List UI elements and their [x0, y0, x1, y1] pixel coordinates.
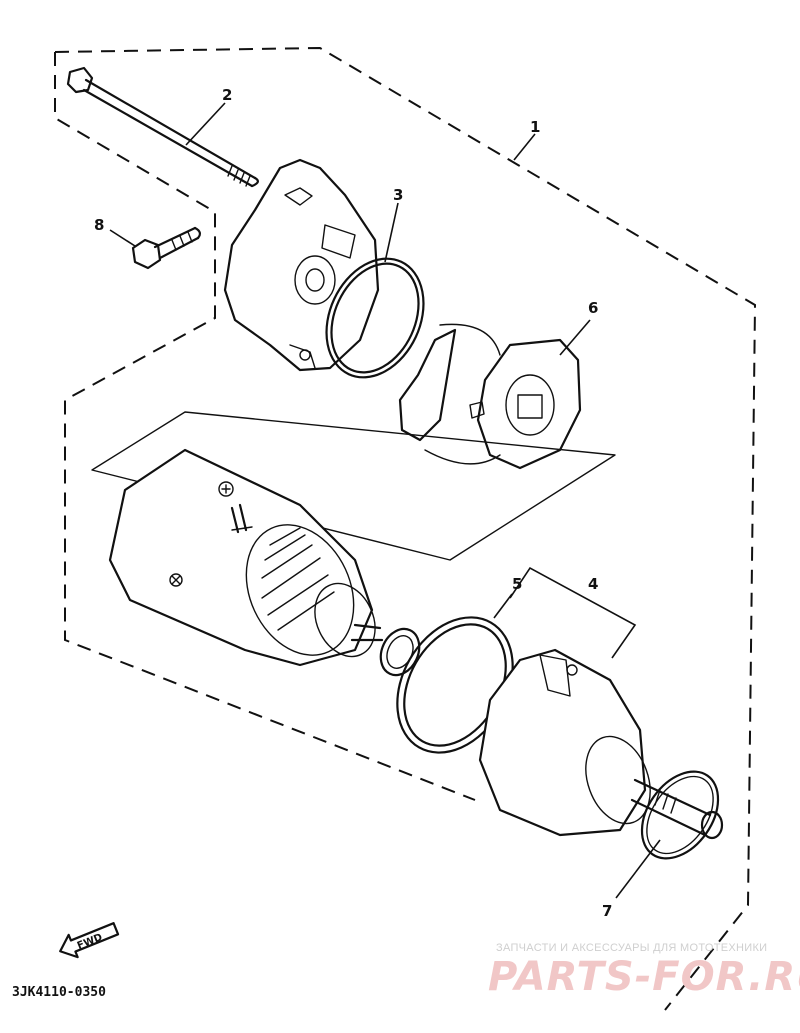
callout-4: 4: [588, 575, 598, 593]
watermark-brand: PARTS-FOR.RU: [488, 954, 800, 1000]
leader-3: [384, 202, 399, 263]
o-ring-shaft: [640, 770, 720, 860]
callout-3: 3: [393, 186, 403, 204]
front-cover: [478, 648, 724, 840]
watermark-tagline: ЗАПЧАСТИ И АКСЕССУАРЫ ДЛЯ МОТОТЕХНИКИ: [496, 942, 767, 954]
rear-cover: [223, 158, 380, 372]
small-seal: [379, 627, 421, 677]
bracket-4-5: [509, 566, 637, 659]
motor-yoke: [108, 448, 384, 667]
leader-2: [185, 102, 226, 146]
callout-7: 7: [602, 902, 612, 920]
through-bolt: [66, 66, 259, 188]
callout-5: 5: [512, 575, 522, 593]
flange-bolt: [131, 226, 202, 270]
fwd-arrow-icon: FWD: [59, 922, 120, 959]
brush-holder-plate: [398, 323, 582, 470]
leader-5: [493, 593, 513, 619]
leader-7: [615, 839, 661, 899]
callout-8: 8: [94, 216, 104, 234]
diagram-code: 3JK4110-0350: [12, 985, 106, 1000]
callout-2: 2: [222, 86, 232, 104]
callout-1: 1: [530, 118, 540, 136]
callout-6: 6: [588, 299, 598, 317]
leader-6: [559, 319, 591, 356]
group-frame: [91, 411, 616, 561]
leader-8: [109, 229, 136, 247]
leader-1: [513, 133, 536, 161]
assembly-boundary: [54, 46, 757, 1011]
o-ring-rear: [325, 257, 425, 379]
